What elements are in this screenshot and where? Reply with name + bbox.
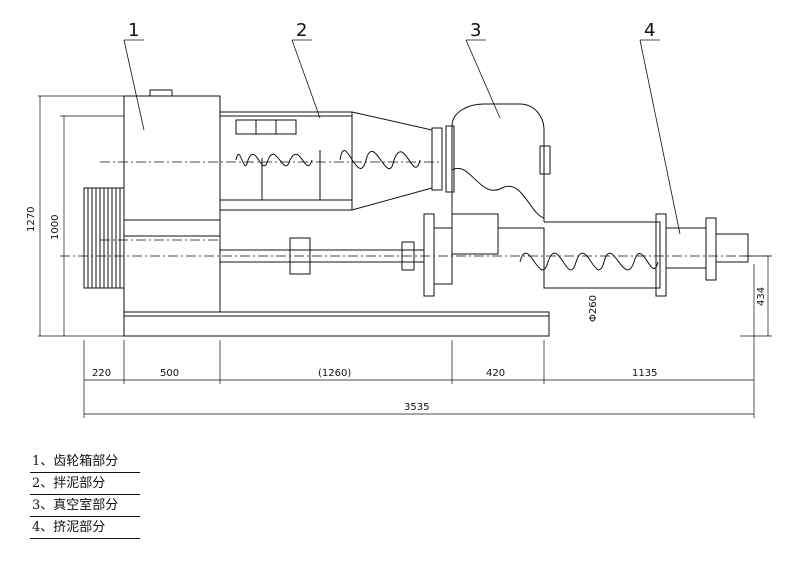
callout-2: 2 bbox=[296, 20, 307, 41]
dim-1260: (1260) bbox=[318, 368, 351, 379]
callout-3: 3 bbox=[470, 20, 481, 41]
dim-220: 220 bbox=[92, 368, 111, 379]
extrusion-barrel bbox=[451, 213, 749, 297]
dim-500: 500 bbox=[160, 368, 179, 379]
gearbox-body bbox=[123, 95, 221, 313]
dim-434: 434 bbox=[756, 287, 767, 306]
dim-420: 420 bbox=[486, 368, 505, 379]
dim-1000: 1000 bbox=[50, 215, 61, 240]
callout-4: 4 bbox=[644, 20, 655, 41]
callout-1: 1 bbox=[128, 20, 139, 41]
base-plate bbox=[123, 311, 550, 337]
legend-item-4: 4、挤泥部分 bbox=[30, 518, 140, 539]
dim-1135: 1135 bbox=[632, 368, 657, 379]
dim-1270: 1270 bbox=[26, 207, 37, 232]
dim-diameter: Φ260 bbox=[588, 295, 599, 322]
vacuum-chamber bbox=[445, 103, 551, 222]
legend-item-2: 2、拌泥部分 bbox=[30, 474, 140, 495]
parts-legend: 1、齿轮箱部分 2、拌泥部分 3、真空室部分 4、挤泥部分 bbox=[30, 452, 140, 540]
legend-item-3: 3、真空室部分 bbox=[30, 496, 140, 517]
legend-item-1: 1、齿轮箱部分 bbox=[30, 452, 140, 473]
mixing-screw bbox=[235, 150, 421, 169]
dim-3535: 3535 bbox=[404, 402, 429, 413]
drive-shaft bbox=[220, 213, 453, 297]
pulley bbox=[83, 187, 125, 289]
mixing-trough bbox=[220, 111, 443, 211]
